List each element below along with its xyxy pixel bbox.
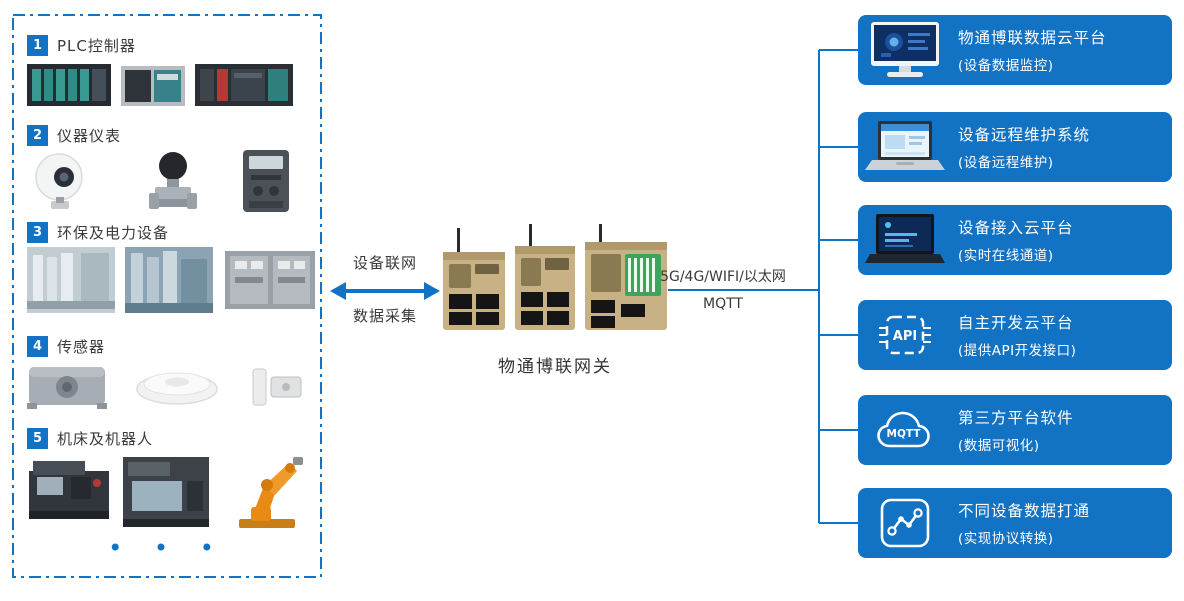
- sensors-image: [27, 367, 302, 409]
- category-label: 传感器: [57, 338, 106, 356]
- platform-title: 设备远程维护系统: [958, 126, 1091, 144]
- arrow-bottom-label: 数据采集: [352, 307, 417, 325]
- mqtt-icon-text: MQTT: [887, 428, 922, 440]
- platform-box: MQTT 第三方平台软件 (数据可视化): [858, 395, 1172, 465]
- monitor-dashboard-icon: [858, 21, 952, 79]
- environment-power-equipment-image: [27, 247, 315, 313]
- plc-devices-image: [27, 64, 293, 106]
- mqtt-label: MQTT: [703, 296, 743, 312]
- category-label: 机床及机器人: [57, 430, 154, 448]
- category-number-badge: 2: [27, 125, 48, 146]
- platform-box: 设备远程维护系统 (设备远程维护): [858, 112, 1172, 182]
- category-number-badge: 5: [27, 428, 48, 449]
- platform-subtitle: (设备数据监控): [958, 58, 1054, 74]
- platform-subtitle: (实时在线通道): [958, 248, 1054, 264]
- category-label: 仪器仪表: [57, 127, 122, 145]
- mqtt-cloud-icon: MQTT: [858, 408, 952, 452]
- platform-subtitle: (设备远程维护): [958, 155, 1054, 171]
- device-category-row: 1 PLC控制器: [27, 35, 136, 56]
- category-number-badge: 4: [27, 336, 48, 357]
- category-label: PLC控制器: [57, 37, 136, 55]
- more-devices-indicator: • • •: [108, 534, 226, 562]
- instruments-image: [35, 150, 289, 212]
- platform-title: 不同设备数据打通: [958, 502, 1091, 520]
- device-categories-panel: 1 PLC控制器 2 仪器仪表: [13, 15, 321, 577]
- platform-box: 不同设备数据打通 (实现协议转换): [858, 488, 1172, 558]
- arrow-left-head: [330, 282, 346, 300]
- category-label: 环保及电力设备: [57, 224, 170, 242]
- data-link-chart-icon: [858, 496, 952, 550]
- category-number-badge: 1: [27, 35, 48, 56]
- laptop-cloud-icon: [858, 213, 952, 267]
- arrow-top-label: 设备联网: [352, 254, 417, 272]
- laptop-web-icon: [858, 120, 952, 174]
- platform-title: 自主开发云平台: [958, 314, 1074, 332]
- device-category-row: 5 机床及机器人: [27, 428, 153, 449]
- device-category-row: 2 仪器仪表: [27, 125, 121, 146]
- api-chip-icon: API: [858, 308, 952, 362]
- device-category-row: 3 环保及电力设备: [27, 222, 169, 243]
- api-icon-text: API: [893, 329, 917, 344]
- platform-title: 物通博联数据云平台: [958, 29, 1107, 47]
- gateway-label: 物通博联网关: [498, 357, 612, 377]
- platform-title: 第三方平台软件: [958, 409, 1074, 427]
- network-protocols-label: 5G/4G/WIFI/以太网: [660, 269, 786, 285]
- arrow-right-head: [424, 282, 440, 300]
- gateway-devices-image: [443, 224, 667, 330]
- platform-box: 设备接入云平台 (实时在线通道): [858, 205, 1172, 275]
- platform-box: API 自主开发云平台 (提供API开发接口): [858, 300, 1172, 370]
- category-number-badge: 3: [27, 222, 48, 243]
- machine-robot-image: [29, 457, 303, 528]
- platform-title: 设备接入云平台: [958, 219, 1074, 237]
- device-category-row: 4 传感器: [27, 336, 105, 357]
- platform-subtitle: (实现协议转换): [958, 531, 1054, 547]
- platform-subtitle: (数据可视化): [958, 438, 1040, 454]
- platform-box: 物通博联数据云平台 (设备数据监控): [858, 15, 1172, 85]
- platform-subtitle: (提供API开发接口): [958, 343, 1077, 359]
